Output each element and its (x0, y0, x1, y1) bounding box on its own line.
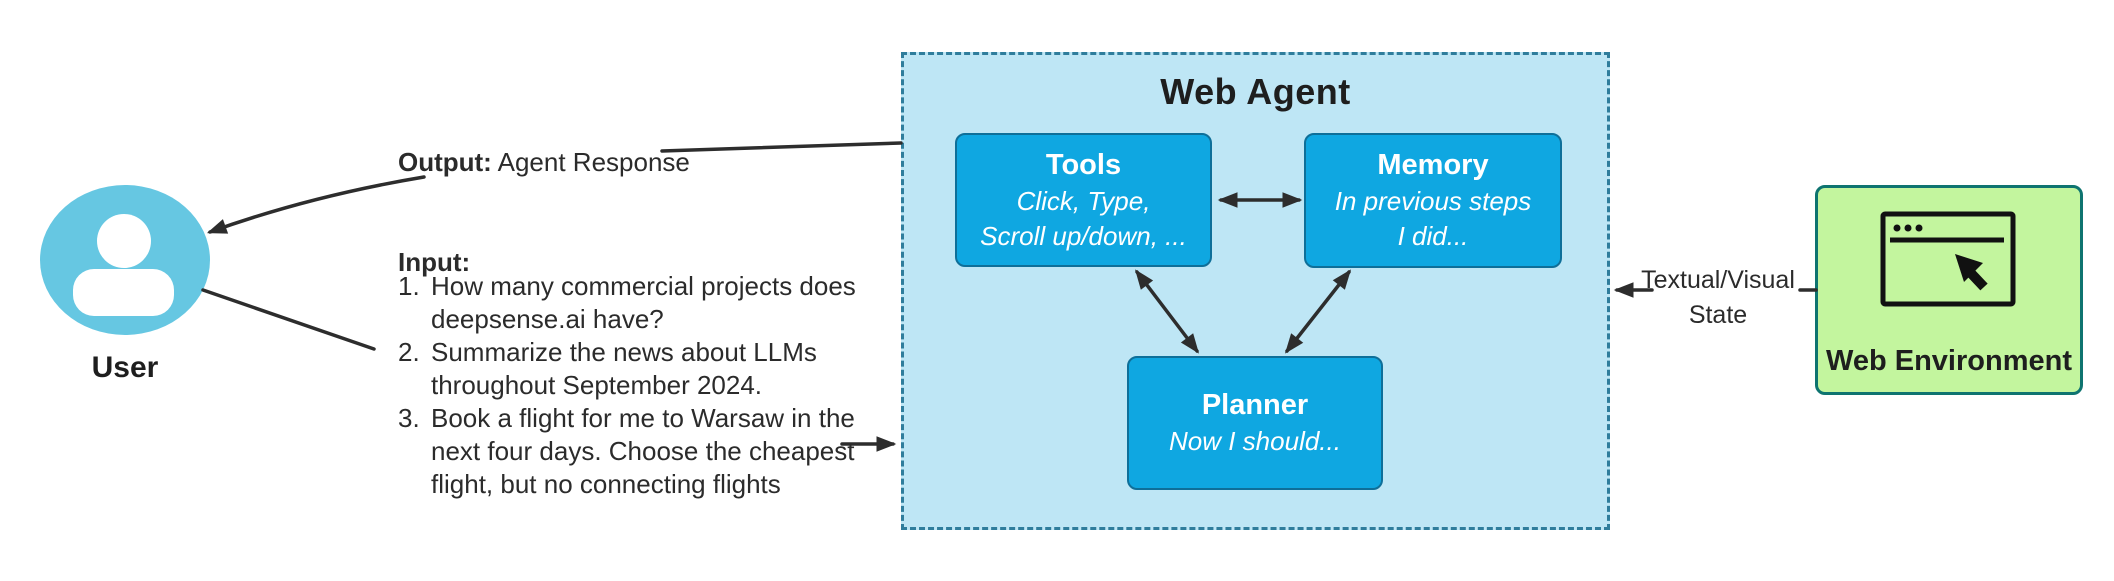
list-item-number: 3. (398, 403, 420, 433)
tools-node: Tools Click, Type, Scroll up/down, ... (955, 133, 1212, 267)
list-item-text: Book a flight for me to Warsaw in the ne… (431, 402, 855, 501)
list-item-line: Summarize the news about LLMs (431, 337, 817, 367)
list-item: 1. How many commercial projects does dee… (398, 270, 856, 336)
web-environment-title: Web Environment (1826, 345, 2072, 377)
memory-description-line: In previous steps (1334, 186, 1532, 216)
planner-title: Planner (1201, 389, 1309, 421)
web-agent-title: Web Agent (1160, 71, 1351, 112)
state-label-line: State (1688, 301, 1748, 329)
planner-description-line: Now I should... (1169, 426, 1341, 456)
planner-node: Planner Now I should... (1127, 356, 1383, 490)
memory-node: Memory In previous steps I did... (1304, 133, 1562, 268)
output-connector-line (660, 141, 903, 153)
output-label: Output: Agent Response (398, 147, 690, 178)
input-connector-line (201, 288, 376, 351)
list-item-line: Book a flight for me to Warsaw in the (431, 403, 855, 433)
tools-description-line: Click, Type, (1016, 185, 1151, 216)
list-item-text: Summarize the news about LLMs throughout… (431, 336, 817, 402)
output-label-text: Agent Response (491, 147, 690, 177)
list-item: 3. Book a flight for me to Warsaw in the… (398, 402, 856, 501)
list-item-line: next four days. Choose the cheapest (431, 436, 855, 466)
user-icon (40, 185, 210, 335)
list-item-number: 2. (398, 337, 420, 367)
list-item-line: flight, but no connecting flights (431, 469, 781, 499)
user-head (97, 214, 151, 268)
user-circle (40, 185, 210, 335)
list-item-number: 1. (398, 271, 420, 301)
output-label-bold: Output: (398, 147, 492, 177)
tools-description-line: Scroll up/down, ... (980, 220, 1187, 251)
input-label: Input: (398, 247, 471, 277)
list-item-text: How many commercial projects does deepse… (431, 270, 856, 336)
list-item-line: deepsense.ai have? (431, 304, 664, 334)
user-label: User (91, 351, 159, 384)
web-environment-node: Web Environment (1815, 185, 2083, 395)
memory-description-line: I did... (1397, 221, 1469, 251)
state-label-line: Textual/Visual (1641, 266, 1795, 294)
list-item-line: How many commercial projects does (431, 271, 856, 301)
list-item: 2. Summarize the news about LLMs through… (398, 336, 856, 402)
tools-title: Tools (1045, 148, 1122, 181)
memory-title: Memory (1377, 149, 1489, 181)
output-arrow-to-user (206, 175, 426, 234)
user-shoulders (73, 269, 174, 316)
state-label: Textual/Visual State (1634, 263, 1802, 333)
input-task-list: 1. How many commercial projects does dee… (398, 270, 856, 501)
list-item-line: throughout September 2024. (431, 370, 763, 400)
